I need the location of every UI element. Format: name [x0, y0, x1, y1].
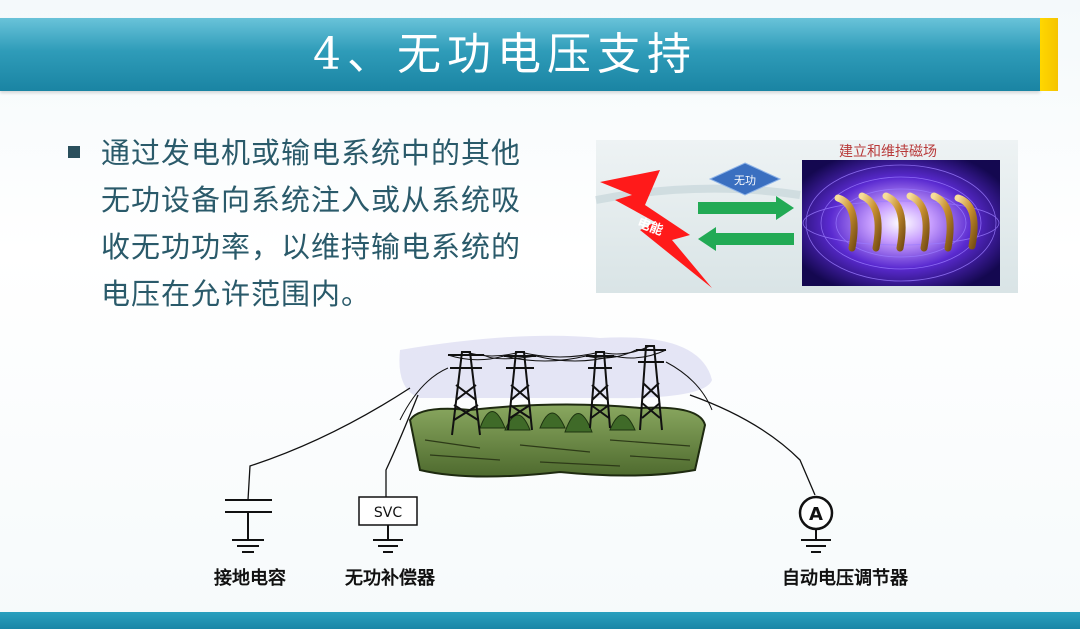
compensator-label: 无功补偿器 [345, 567, 436, 589]
regulator-label: 自动电压调节器 [782, 567, 909, 589]
figure-caption: 建立和维持磁场 [839, 144, 937, 160]
lightning-bolt-icon [600, 170, 712, 288]
capacitor-label: 接地电容 [214, 567, 286, 589]
ammeter-ground-icon [801, 529, 831, 553]
right-arrow-icon [698, 196, 794, 220]
left-arrow-icon [698, 227, 794, 251]
title-accent-bar [1040, 18, 1058, 91]
arrow-label: 无功 [734, 174, 756, 187]
ammeter-symbol: A [809, 504, 823, 525]
svc-box-label: SVC [374, 505, 402, 521]
capacitor-icon [225, 499, 272, 553]
figure-swoosh [595, 184, 801, 204]
trees [479, 411, 636, 433]
bottom-bar [0, 612, 1080, 629]
sky-cloud [399, 335, 712, 399]
magnet-figure: 电能 无功 建立和维持 [595, 140, 1018, 293]
svc-ground-icon [373, 525, 403, 553]
ground-hatching [424, 439, 691, 467]
coil-icon [834, 192, 978, 252]
power-lines [399, 345, 713, 421]
slide-title: 4、无功电压支持 [313, 29, 697, 80]
reactive-power-diamond [708, 162, 782, 196]
bullet-text: 通过发电机或输电系统中的其他无功设备向系统注入或从系统吸收无功功率，以维持输电系… [101, 136, 522, 311]
transmission-towers-illustration [399, 335, 713, 478]
bullet-marker [68, 146, 80, 158]
circuit-wires [247, 387, 816, 501]
title-bar [0, 18, 1040, 91]
